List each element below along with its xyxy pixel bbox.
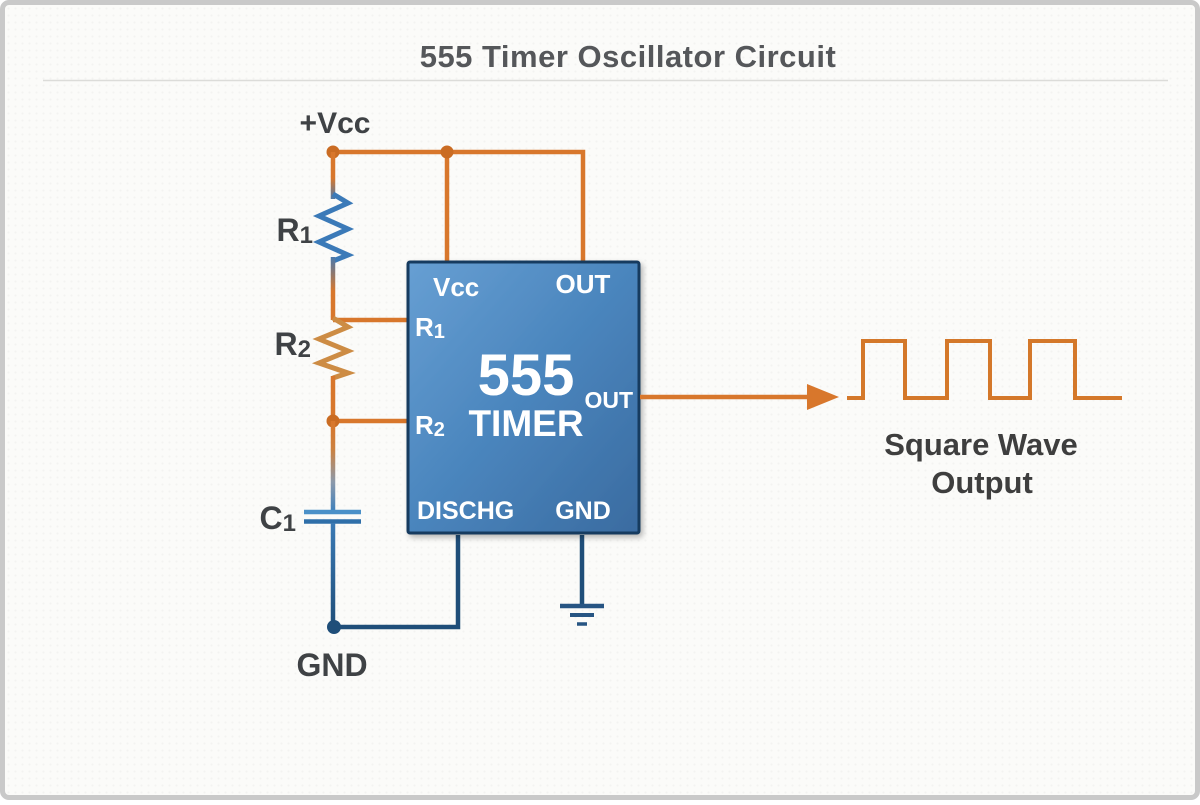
chip-part-name: TIMER — [468, 403, 583, 444]
chip-pin-out-right-label: OUT — [584, 387, 633, 413]
vcc-rail-wire — [333, 152, 583, 263]
output-caption-line1: Square Wave — [884, 427, 1078, 462]
dischg-return-wire — [334, 535, 458, 627]
r1-component-label: R1 — [277, 212, 313, 249]
chip-pin-gnd-label: GND — [555, 497, 611, 525]
resistor-r1-zigzag — [319, 194, 348, 261]
vcc-supply-label: +Vcc — [300, 107, 371, 140]
r2-component-label: R2 — [275, 326, 311, 363]
resistor-r2-zigzag — [319, 318, 348, 378]
chip-pin-out-top-label: OUT — [556, 269, 611, 299]
chip-pin-dischg-label: DISCHG — [417, 497, 514, 525]
chip-pin-vcc-label: Vcc — [433, 272, 479, 302]
chip-part-number: 555 — [478, 343, 575, 408]
circuit-canvas: 555 Timer Oscillator Circuit Vcc OUT R1 … — [5, 5, 1200, 805]
square-wave-trace — [847, 341, 1122, 398]
c1-component-label: C1 — [260, 500, 296, 537]
junction-dot-vcc-mid — [441, 146, 454, 159]
output-caption-line2: Output — [931, 465, 1033, 500]
ground-symbol-icon — [560, 606, 604, 624]
page-title: 555 Timer Oscillator Circuit — [420, 39, 837, 74]
gnd-supply-label: GND — [296, 647, 367, 683]
arrowhead-icon — [807, 384, 839, 410]
